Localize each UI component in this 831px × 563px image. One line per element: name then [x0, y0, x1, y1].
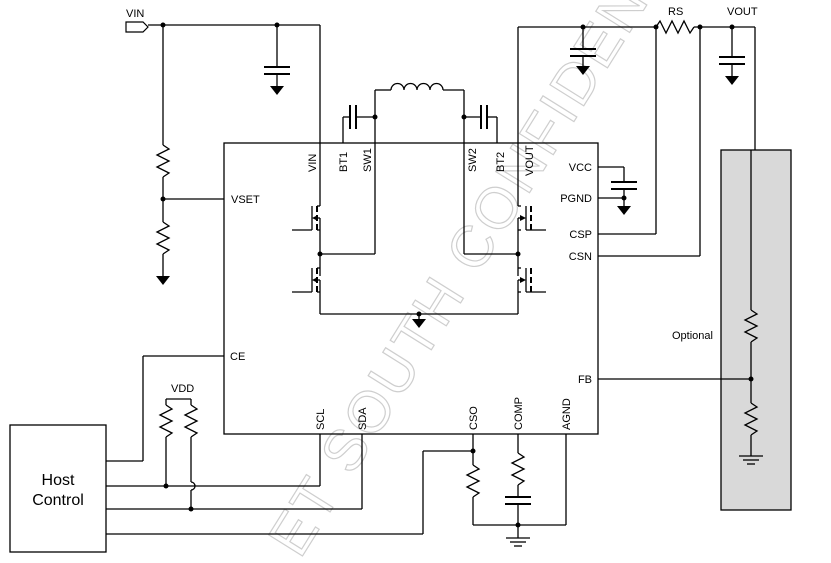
ic-chip-body [223, 142, 599, 435]
vout-net-label: VOUT [727, 6, 758, 18]
pin-csn-label: CSN [569, 251, 592, 263]
pin-scl-label: SCL [315, 409, 327, 430]
vdd-label: VDD [171, 383, 194, 395]
pin-comp-label: COMP [513, 397, 525, 430]
pin-sw2-label: SW2 [467, 148, 479, 172]
pin-fb-label: FB [578, 374, 592, 386]
pin-vset-label: VSET [231, 194, 260, 206]
pin-sda-label: SDA [357, 407, 369, 430]
vin-net-label: VIN [126, 8, 144, 20]
host-control-block [9, 424, 107, 553]
host-label-line1: Host [42, 472, 75, 489]
pin-ce-label: CE [230, 351, 245, 363]
host-label-line2: Control [32, 492, 84, 509]
confidential-watermark: ET SOUTH CONFIDENTIAL [255, 0, 733, 563]
pin-vout-label: VOUT [524, 145, 536, 176]
pin-bt1-label: BT1 [338, 152, 350, 172]
svg-text:ET SOUTH CONFIDENTIAL: ET SOUTH CONFIDENTIAL [256, 0, 733, 563]
pin-cso-label: CSO [468, 406, 480, 430]
pin-pgnd-label: PGND [560, 193, 592, 205]
optional-label: Optional [672, 330, 713, 342]
pin-sw1-label: SW1 [362, 148, 374, 172]
vin-input-connector [125, 21, 149, 33]
pin-csp-label: CSP [569, 229, 592, 241]
pin-vcc-label: VCC [569, 162, 592, 174]
pin-bt2-label: BT2 [495, 152, 507, 172]
rs-label: RS [668, 6, 683, 18]
pin-agnd-label: AGND [561, 398, 573, 430]
optional-feedback-box [720, 149, 792, 511]
pin-vin-label: VIN [307, 154, 319, 172]
